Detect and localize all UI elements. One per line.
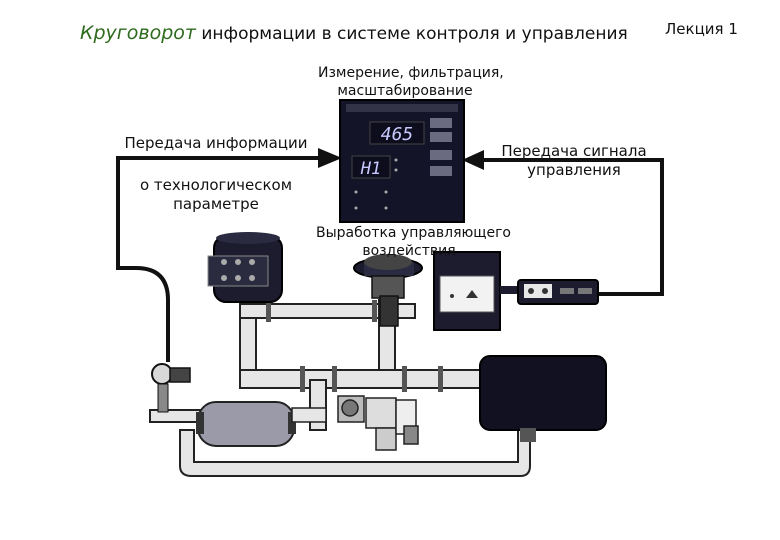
pipe-upper bbox=[239, 303, 416, 319]
pipe-main bbox=[239, 369, 491, 389]
title-rest: информации в системе контроля и управлен… bbox=[195, 24, 628, 44]
pump-cluster bbox=[337, 395, 419, 451]
signal-label: Передача сигнала управления bbox=[501, 142, 647, 179]
measure-label: Измерение, фильтрация, масштабирование bbox=[318, 65, 504, 99]
tank-top bbox=[207, 232, 283, 303]
actuator-device bbox=[517, 279, 599, 305]
control-label: Выработка управляющего воздействия bbox=[316, 225, 511, 259]
pipe-flanges bbox=[266, 300, 443, 392]
info-label-rest: о технологическом параметре bbox=[139, 176, 293, 213]
info-arrow-line bbox=[116, 156, 325, 362]
control-valve bbox=[353, 254, 423, 327]
display-bottom: H1 bbox=[360, 159, 381, 179]
info-label-line1: Передача информации bbox=[124, 134, 308, 152]
display-top: 465 bbox=[381, 124, 414, 145]
control-box bbox=[433, 251, 522, 331]
pressure-sensor bbox=[151, 363, 191, 413]
lecture-number: Лекция 1 bbox=[665, 20, 738, 38]
controller-meter: 465 H1 bbox=[339, 99, 465, 223]
info-arrowhead bbox=[318, 148, 342, 168]
signal-arrowhead bbox=[462, 150, 484, 170]
title-accent: Круговорот bbox=[80, 22, 196, 44]
heat-exchanger bbox=[196, 401, 327, 447]
loop-lines bbox=[116, 156, 664, 362]
large-vessel bbox=[479, 355, 607, 442]
slide-title: Круговорот информации в системе контроля… bbox=[80, 22, 628, 44]
signal-arrow-line bbox=[475, 158, 664, 296]
